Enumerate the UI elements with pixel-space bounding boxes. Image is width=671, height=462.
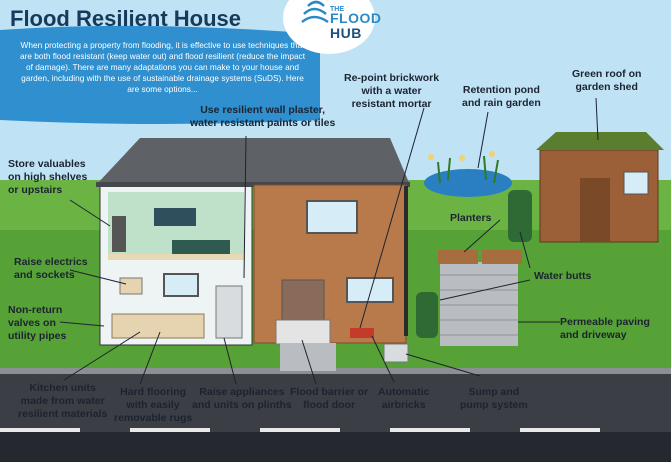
high-shelf: [112, 216, 126, 252]
intro-text: When protecting a property from flooding…: [20, 40, 306, 94]
flood-barrier: [275, 319, 331, 345]
water-butt-house: [416, 292, 438, 338]
shed-roof: [536, 132, 664, 150]
label-wall-plaster: Use resilient wall plaster,water resista…: [190, 104, 336, 129]
upstairs-window: [154, 208, 196, 226]
kitchen-units: [111, 313, 205, 339]
label-water-butts: Water butts: [534, 270, 592, 282]
roof: [96, 138, 410, 185]
upper-window: [306, 200, 358, 234]
planter-left: [438, 250, 478, 264]
raised-socket: [119, 277, 143, 295]
sofa: [172, 240, 230, 254]
permeable-paving: [440, 262, 518, 346]
page-title: Flood Resilient House: [10, 6, 242, 31]
logo-small-text: THE: [330, 6, 344, 13]
intro-cloud: [0, 25, 320, 124]
leader-lines: [59, 97, 599, 385]
airbrick: [350, 328, 374, 338]
reeds-icon: [437, 155, 499, 184]
flood-hub-logo: [283, 0, 375, 54]
logo-flood-text: FLOOD: [330, 10, 382, 26]
shed-window: [623, 171, 649, 195]
water-butt-shed: [508, 190, 532, 242]
label-planters: Planters: [450, 212, 492, 224]
sump-pump: [383, 343, 409, 363]
kitchen-window: [163, 273, 199, 297]
fridge: [215, 285, 243, 339]
planter-right: [482, 250, 522, 264]
logo-hub-text: HUB: [330, 25, 362, 41]
shed-door: [580, 178, 610, 242]
drainpipe: [404, 186, 408, 336]
lower-window: [346, 277, 394, 303]
retention-pond: [424, 169, 512, 197]
wave-icon: [301, 0, 329, 24]
